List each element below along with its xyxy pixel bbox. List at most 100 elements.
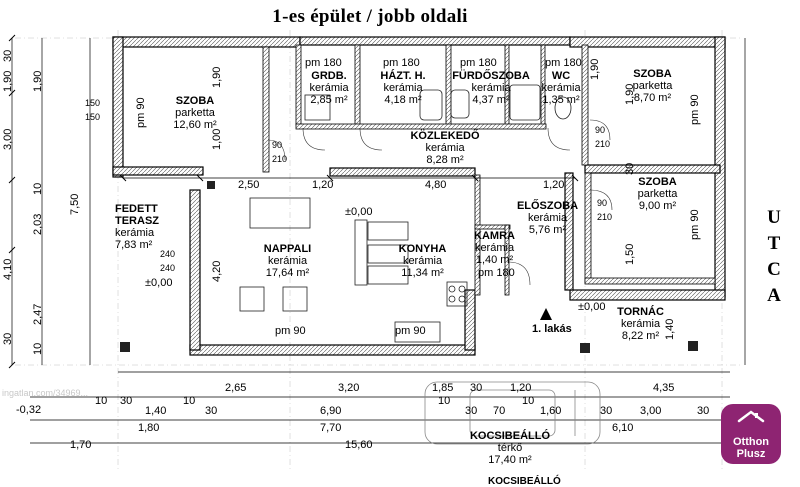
dim-bottom: 2,65 bbox=[225, 382, 247, 394]
room-area: 9,00 m² bbox=[638, 200, 677, 212]
dim-bottom: 30 bbox=[120, 395, 133, 407]
door-dim: 210 bbox=[595, 139, 611, 149]
room-area: 8,28 m² bbox=[426, 154, 464, 166]
dim-bottom: 1,80 bbox=[138, 422, 160, 434]
room-area: 12,60 m² bbox=[173, 119, 217, 131]
dim-right: 30 bbox=[624, 162, 636, 175]
room-material: kerámia bbox=[541, 82, 581, 94]
pm-label: pm 90 bbox=[275, 325, 306, 337]
room-name: FEDETT TERASZ bbox=[115, 203, 159, 227]
room-area: 1,35 m² bbox=[542, 94, 580, 106]
dim-bottom: 30 bbox=[697, 405, 710, 417]
dim-bottom: 3,00 bbox=[640, 405, 662, 417]
dim-misc: 4,20 bbox=[211, 260, 223, 282]
room-material: térkő bbox=[497, 442, 523, 454]
street-label: U T C A bbox=[762, 205, 786, 309]
car-outline bbox=[424, 381, 601, 445]
room-material: parketta bbox=[632, 80, 673, 92]
dim-top: 1,20 bbox=[543, 179, 565, 191]
room-area: 4,37 m² bbox=[472, 94, 510, 106]
level-marker: ±0,00 bbox=[145, 277, 173, 289]
brand-line2: Plusz bbox=[736, 448, 766, 460]
pm-label: pm 90 bbox=[689, 94, 701, 125]
pm-label: pm 180 bbox=[478, 267, 515, 279]
room-area: 8,70 m² bbox=[633, 92, 672, 104]
room-material: kerámia bbox=[115, 227, 155, 239]
dim-top: 1,20 bbox=[312, 179, 334, 191]
entrance-arrow bbox=[540, 308, 552, 320]
dim-bottom: 30 bbox=[470, 382, 483, 394]
room-area: 4,18 m² bbox=[384, 94, 422, 106]
pm-label: pm 180 bbox=[460, 57, 497, 69]
room-kocsibeallo: KOCSIBEÁLLÓ térkő 17,40 m² bbox=[460, 430, 560, 466]
room-name: SZOBA bbox=[638, 176, 677, 188]
room-szoba-2: SZOBA parketta 8,70 m² bbox=[610, 68, 695, 104]
room-material: kerámia bbox=[309, 82, 349, 94]
door-dim: 240 bbox=[160, 249, 176, 259]
pm-label: pm 180 bbox=[545, 57, 582, 69]
room-area: 11,34 m² bbox=[401, 267, 444, 279]
kocsibeallo-bottom-label: KOCSIBEÁLLÓ bbox=[488, 476, 561, 487]
dim-bottom: 10 bbox=[438, 395, 451, 407]
room-name: WC bbox=[551, 70, 571, 82]
dim-bottom: 7,70 bbox=[320, 422, 342, 434]
room-tornac: TORNÁC kerámia 8,22 m² bbox=[608, 306, 673, 342]
dim-left: 1,90 bbox=[32, 70, 44, 92]
door-dim: 210 bbox=[597, 212, 613, 222]
room-kamra: KAMRA kerámia 1,40 m² bbox=[472, 230, 517, 266]
room-name: KAMRA bbox=[474, 230, 515, 242]
room-area: 2,85 m² bbox=[310, 94, 348, 106]
dim-bottom: 10 bbox=[522, 395, 535, 407]
room-area: 5,76 m² bbox=[528, 224, 567, 236]
dim-right: 1,90 bbox=[624, 83, 636, 105]
inner-walls bbox=[262, 44, 716, 296]
room-material: kerámia bbox=[425, 142, 465, 154]
dim-left: 2,03 bbox=[32, 213, 44, 235]
room-material: kerámia bbox=[402, 255, 443, 267]
dim-bottom: 1,20 bbox=[510, 382, 532, 394]
street-letter: C bbox=[767, 259, 781, 280]
dim-bottom: 30 bbox=[205, 405, 218, 417]
street-letter: U bbox=[767, 207, 781, 228]
pm-label: pm 180 bbox=[383, 57, 420, 69]
room-name: SZOBA bbox=[633, 68, 672, 80]
dim-top: 2,50 bbox=[238, 179, 260, 191]
apartment-label: 1. lakás bbox=[532, 323, 572, 335]
dimension-lines bbox=[11, 38, 746, 444]
street-letter: T bbox=[767, 233, 781, 254]
pm-label: pm 90 bbox=[689, 209, 701, 240]
pm-label: pm 180 bbox=[305, 57, 342, 69]
dimension-ticks bbox=[8, 34, 579, 369]
room-name: TORNÁC bbox=[617, 306, 664, 318]
room-material: kerámia bbox=[383, 82, 423, 94]
room-name: HÁZT. H. bbox=[380, 70, 426, 82]
dim-bottom: 15,60 bbox=[345, 439, 373, 451]
door-dim: 240 bbox=[160, 263, 176, 273]
room-name: GRDB. bbox=[311, 70, 347, 82]
dim-left: 2,47 bbox=[32, 303, 44, 325]
door-dim: 90 bbox=[597, 198, 608, 208]
pm-label: pm 90 bbox=[395, 325, 426, 337]
room-name: FÜRDŐSZOBA bbox=[452, 70, 530, 82]
dim-bottom: 30 bbox=[465, 405, 478, 417]
room-grdb: GRDB. kerámia 2,85 m² bbox=[300, 70, 358, 106]
room-material: kerámia bbox=[620, 318, 661, 330]
level-marker: ±0,00 bbox=[578, 301, 606, 313]
level-marker: ±0,00 bbox=[345, 206, 373, 218]
dim-left: 30 bbox=[2, 49, 14, 62]
room-name: NAPPALI bbox=[263, 243, 312, 255]
door-dim: 210 bbox=[272, 154, 288, 164]
room-area: 1,40 m² bbox=[475, 254, 514, 266]
room-haztart: HÁZT. H. kerámia 4,18 m² bbox=[360, 70, 446, 106]
room-material: kerámia bbox=[267, 255, 308, 267]
room-fedett-terasz: FEDETT TERASZ kerámia 7,83 m² bbox=[115, 203, 175, 251]
dim-left: 7,50 bbox=[69, 193, 81, 215]
room-material: kerámia bbox=[527, 212, 568, 224]
street-letter: A bbox=[767, 285, 781, 306]
watermark: ingatlan.com/34969... bbox=[2, 388, 89, 398]
dim-misc: 1,00 bbox=[211, 128, 223, 150]
room-nappali: NAPPALI kerámia 17,64 m² bbox=[240, 243, 335, 279]
dim-left: 10 bbox=[32, 182, 44, 195]
dim-bottom: 1,40 bbox=[145, 405, 167, 417]
